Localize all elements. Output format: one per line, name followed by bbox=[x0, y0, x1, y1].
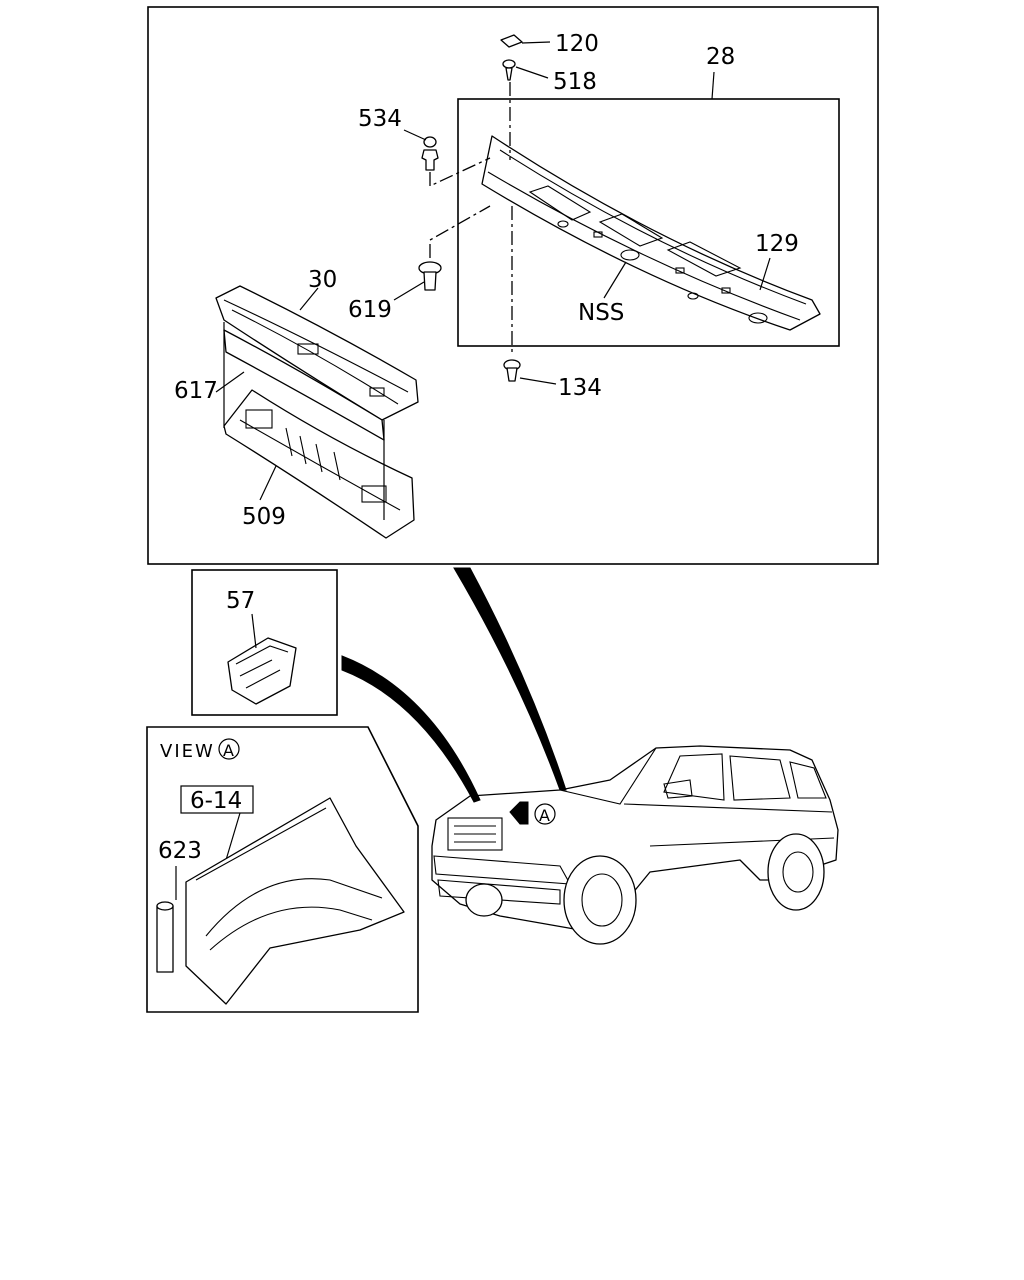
callout-57: 57 bbox=[226, 588, 255, 614]
callout-534: 534 bbox=[358, 106, 402, 132]
callout-30: 30 bbox=[308, 267, 337, 293]
clip-534 bbox=[421, 136, 439, 171]
screw-518 bbox=[502, 59, 516, 81]
fender-panel bbox=[185, 797, 405, 1005]
clip-134 bbox=[503, 359, 521, 382]
ref-box-6-14 bbox=[180, 785, 254, 814]
callout-619: 619 bbox=[348, 297, 392, 323]
callout-623: 623 bbox=[158, 838, 202, 864]
callout-nss: NSS bbox=[578, 300, 624, 326]
assembly-line-619 bbox=[429, 205, 491, 258]
callout-509: 509 bbox=[242, 504, 286, 530]
view-letter-circle bbox=[218, 738, 240, 760]
assembly-line-534 bbox=[429, 157, 491, 188]
callout-120: 120 bbox=[555, 31, 599, 57]
ref-6-14: 6-14 bbox=[190, 788, 242, 814]
leader-lines bbox=[215, 41, 771, 501]
callout-617: 617 bbox=[174, 378, 218, 404]
pointer-band-main bbox=[453, 567, 567, 791]
clip-120 bbox=[500, 34, 523, 48]
cowl-panel-129 bbox=[481, 135, 821, 331]
view-letter: A bbox=[223, 741, 234, 760]
callout-518: 518 bbox=[553, 69, 597, 95]
view-a-arrow bbox=[509, 801, 556, 825]
cowl-lower-509 bbox=[223, 389, 415, 539]
callout-28: 28 bbox=[706, 44, 735, 70]
car-view-letter: A bbox=[539, 806, 550, 825]
vehicle-illustration bbox=[431, 745, 839, 945]
cowl-assembly-30 bbox=[215, 285, 419, 441]
sealer-623 bbox=[156, 866, 177, 973]
bracket-57 bbox=[227, 613, 297, 705]
view-label: VIEW bbox=[160, 741, 215, 762]
leader-6-14 bbox=[225, 812, 241, 861]
pointer-band-57 bbox=[341, 655, 481, 803]
callout-134: 134 bbox=[558, 375, 602, 401]
clip-619 bbox=[418, 261, 442, 291]
callout-129: 129 bbox=[755, 231, 799, 257]
